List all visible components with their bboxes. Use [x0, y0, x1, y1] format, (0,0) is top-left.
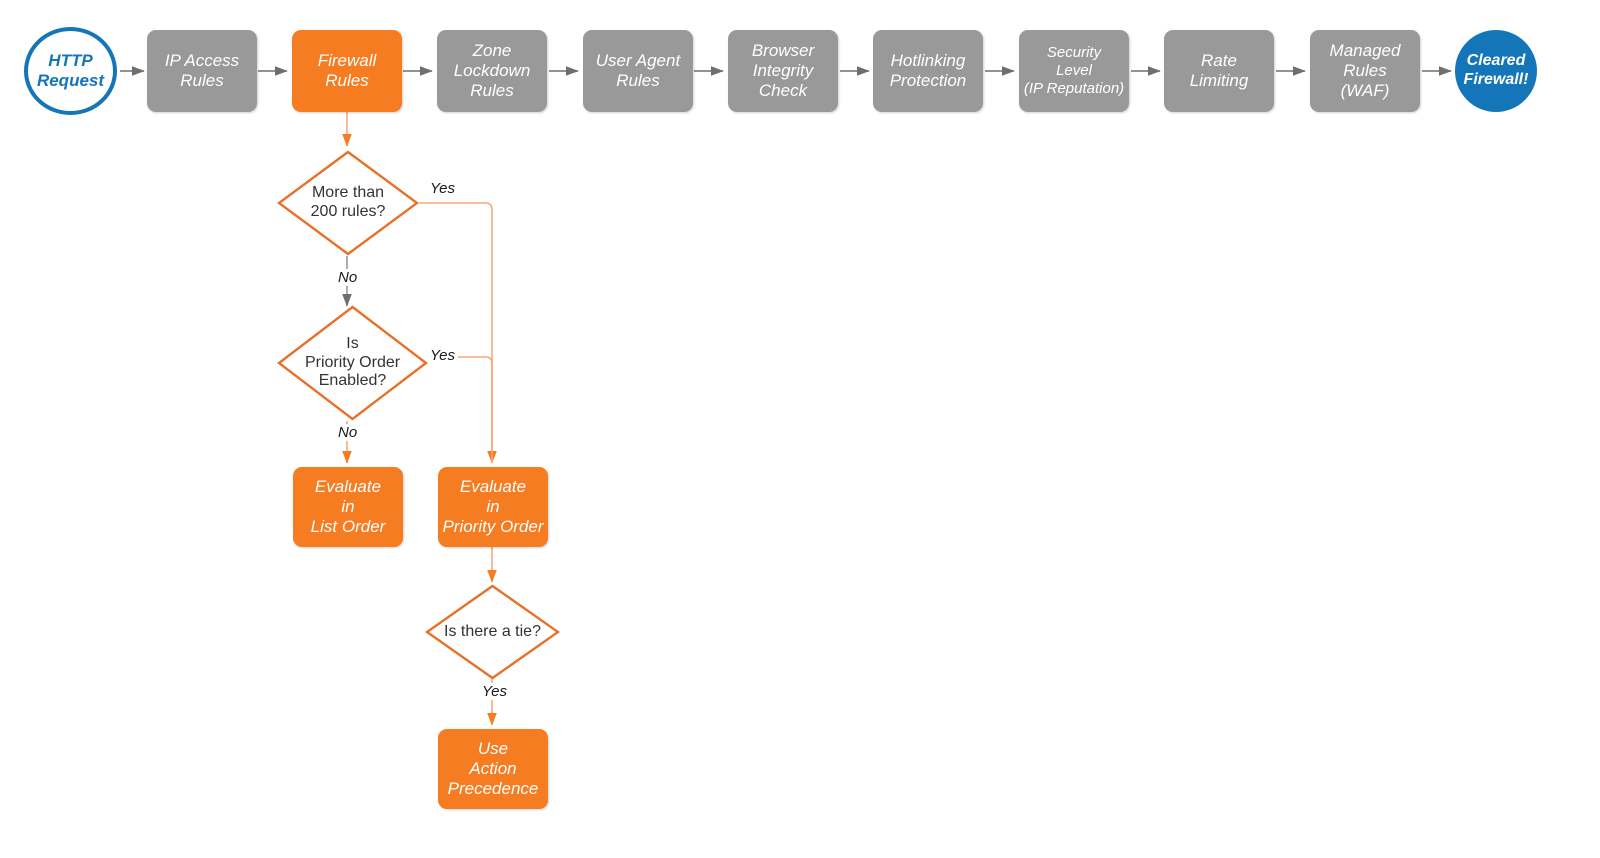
- diamond-shape-icon: [425, 584, 560, 680]
- end-node-cleared-firewall[interactable]: Cleared Firewall!: [1455, 30, 1537, 112]
- edge-decision1-yes: [419, 202, 497, 464]
- stage-user-agent-rules[interactable]: User Agent Rules: [583, 30, 693, 112]
- stage-label: Browser Integrity Check: [751, 40, 815, 101]
- outcome-label: Evaluate in List Order: [310, 476, 386, 537]
- end-node-label: Cleared Firewall!: [1463, 52, 1529, 88]
- stage-label: User Agent Rules: [595, 50, 681, 90]
- stage-label: Zone Lockdown Rules: [453, 40, 531, 101]
- outcome-evaluate-in-list-order[interactable]: Evaluate in List Order: [293, 467, 403, 547]
- edge-label-yes-priority-order: Yes: [427, 347, 459, 364]
- stage-browser-integrity-check[interactable]: Browser Integrity Check: [728, 30, 838, 112]
- decision-is-there-a-tie[interactable]: Is there a tie?: [425, 584, 560, 680]
- stage-firewall-rules[interactable]: Firewall Rules: [292, 30, 402, 112]
- start-node-label: HTTP Request: [36, 50, 105, 90]
- decision-label: Is there a tie?: [444, 622, 541, 640]
- stage-hotlinking-protection[interactable]: Hotlinking Protection: [873, 30, 983, 112]
- outcome-label: Evaluate in Priority Order: [442, 476, 544, 537]
- edge-label-yes-200-rules: Yes: [427, 180, 459, 197]
- stage-zone-lockdown-rules[interactable]: Zone Lockdown Rules: [437, 30, 547, 112]
- diamond-shape-icon: [277, 150, 419, 256]
- edge-label-no-200-rules: No: [335, 269, 361, 286]
- diamond-shape-icon: [277, 305, 428, 421]
- stage-managed-rules-waf[interactable]: Managed Rules (WAF): [1310, 30, 1420, 112]
- decision-label: More than 200 rules?: [310, 184, 386, 220]
- edge-label-no-priority-order: No: [335, 424, 361, 441]
- edge-label-yes-tie: Yes: [479, 683, 511, 700]
- decision-is-priority-order-enabled[interactable]: Is Priority Order Enabled?: [277, 305, 428, 421]
- stage-label: IP Access Rules: [164, 50, 240, 90]
- edge-decision2-yes: [428, 356, 493, 463]
- stage-rate-limiting[interactable]: Rate Limiting: [1164, 30, 1274, 112]
- stage-label: Managed Rules (WAF): [1329, 40, 1401, 101]
- decision-more-than-200-rules[interactable]: More than 200 rules?: [277, 150, 419, 256]
- decision-label: Is Priority Order Enabled?: [304, 334, 401, 390]
- stage-label: Security Level (IP Reputation): [1023, 44, 1125, 97]
- outcome-label: Use Action Precedence: [447, 738, 539, 799]
- stage-ip-access-rules[interactable]: IP Access Rules: [147, 30, 257, 112]
- stage-security-level[interactable]: Security Level (IP Reputation): [1019, 30, 1129, 112]
- start-node-http-request[interactable]: HTTP Request: [24, 27, 117, 115]
- stage-label: Rate Limiting: [1189, 50, 1249, 90]
- stage-label: Firewall Rules: [317, 50, 377, 90]
- outcome-evaluate-in-priority-order[interactable]: Evaluate in Priority Order: [438, 467, 548, 547]
- stage-label: Hotlinking Protection: [889, 50, 967, 90]
- outcome-use-action-precedence[interactable]: Use Action Precedence: [438, 729, 548, 809]
